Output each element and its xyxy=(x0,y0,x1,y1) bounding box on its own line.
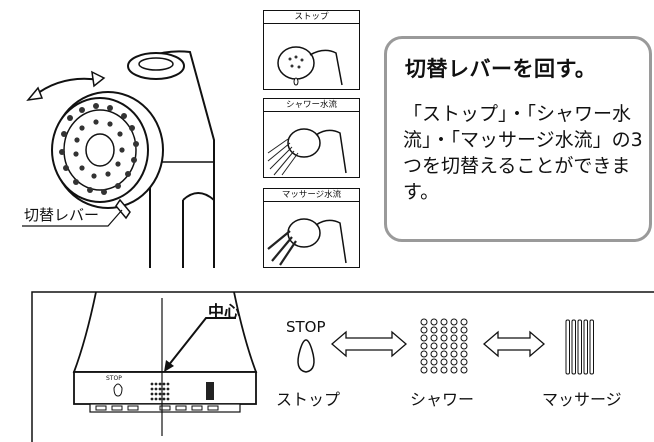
mode-label-massage: マッサージ xyxy=(542,390,622,409)
panel-stop-label: ストップ xyxy=(264,11,359,24)
lever-label: 切替レバー xyxy=(24,206,100,224)
panel-shower: シャワー水流 xyxy=(263,98,360,178)
callout-box: 切替レバーを回す。 「ストップ」・「シャワー水流」・「マッサージ水流」の3つを切… xyxy=(384,36,652,242)
small-stop-label: STOP xyxy=(106,375,122,382)
panel-massage-label: マッサージ水流 xyxy=(264,189,359,202)
callout-body: 「ストップ」・「シャワー水流」・「マッサージ水流」の3つを切替えることができます… xyxy=(403,103,643,203)
panel-massage-image xyxy=(267,218,347,266)
shower-head-illustration xyxy=(22,50,215,268)
mode-label-stop: ストップ xyxy=(276,390,341,409)
panel-shower-label: シャワー水流 xyxy=(264,99,359,112)
mode-label-shower: シャワー xyxy=(410,390,475,409)
callout-title: 切替レバーを回す。 xyxy=(405,57,597,81)
panel-stop-image xyxy=(277,46,343,86)
panel-shower-image xyxy=(267,128,347,176)
panel-stop: ストップ xyxy=(263,10,360,90)
panel-massage: マッサージ水流 xyxy=(263,188,360,268)
center-label: 中心 xyxy=(208,302,241,321)
stop-text: STOP xyxy=(286,318,326,336)
